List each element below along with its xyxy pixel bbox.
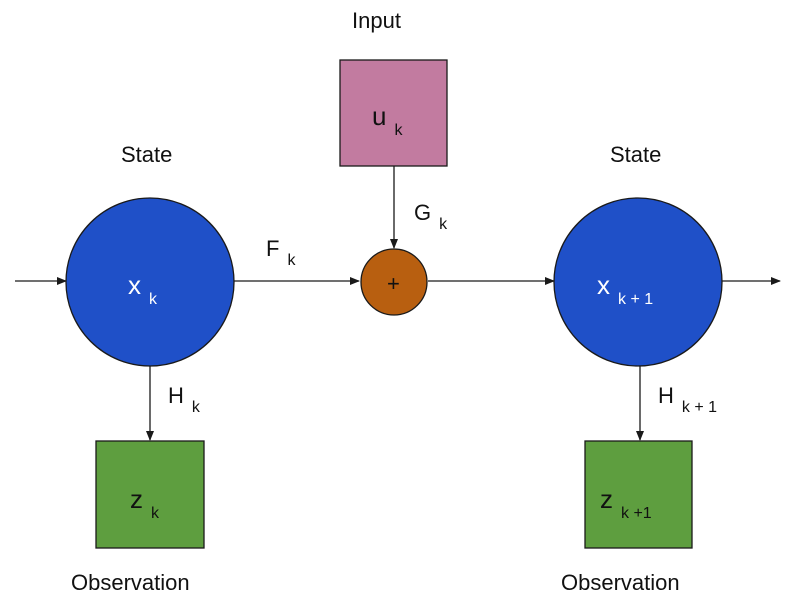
- sum-symbol: +: [387, 271, 400, 296]
- state-right-caption: State: [610, 142, 661, 167]
- state-node-left: [65, 197, 235, 367]
- observation-right-caption: Observation: [561, 570, 680, 595]
- state-node-right: [553, 197, 723, 367]
- input-node: [339, 59, 448, 167]
- input-caption: Input: [352, 8, 401, 33]
- observation-left-caption: Observation: [71, 570, 190, 595]
- observation-node-right: [584, 440, 693, 549]
- observation-node-left: [95, 440, 205, 549]
- state-left-caption: State: [121, 142, 172, 167]
- sum-node: [360, 248, 428, 316]
